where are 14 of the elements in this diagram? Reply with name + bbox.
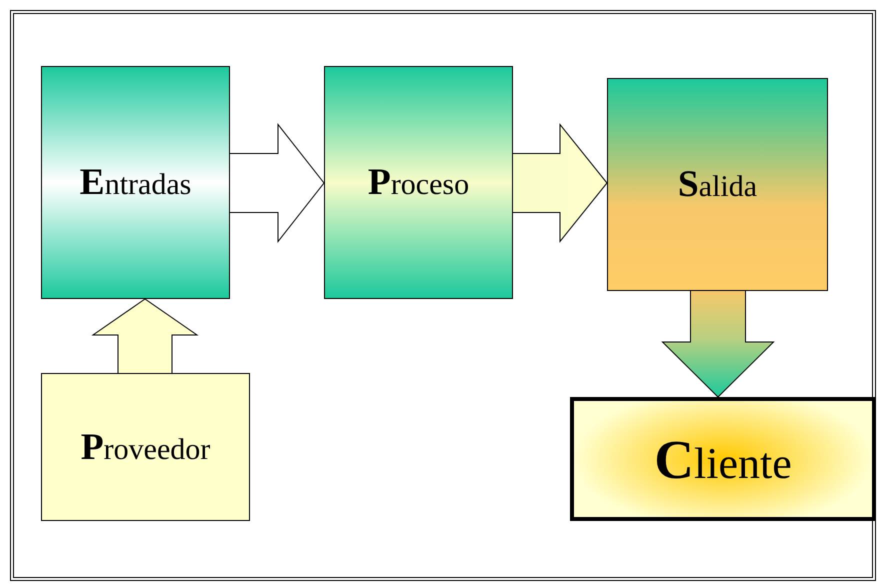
- block-arrow: [512, 123, 608, 243]
- process-box: [324, 66, 513, 299]
- node-label: Proveedor: [80, 426, 210, 468]
- process-box: [41, 373, 250, 521]
- block-arrow: [91, 298, 199, 374]
- process-box: [570, 397, 876, 521]
- process-box: [41, 66, 230, 299]
- block-arrow: [230, 123, 325, 243]
- process-box: [607, 78, 828, 291]
- node-label: Proceso: [368, 161, 470, 204]
- node-label: Entradas: [80, 161, 192, 204]
- node-label: Salida: [678, 163, 758, 206]
- node-label: Cliente: [654, 428, 792, 490]
- block-arrow: [661, 290, 775, 398]
